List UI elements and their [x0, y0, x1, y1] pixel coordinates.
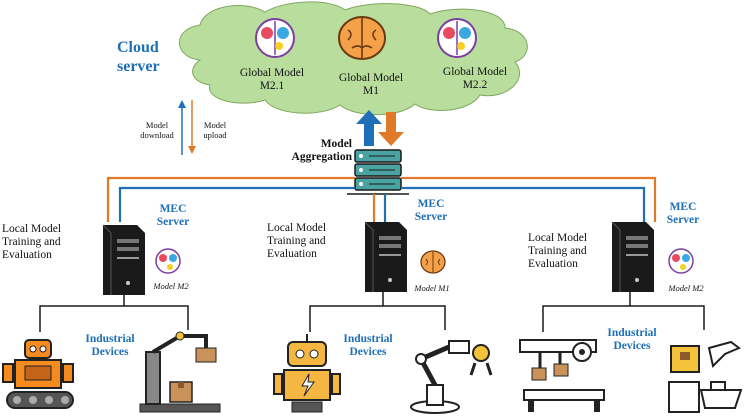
local-training-label-1: Local Model Training and Evaluation: [2, 223, 62, 261]
mec-server-icon-2: [364, 221, 407, 292]
model-upload-label: Model upload: [203, 120, 227, 140]
cloud-server-title: Cloud server: [117, 39, 160, 75]
industrial-arm-device-icon: [410, 340, 493, 414]
global-model-m22-label: Global Model M2.2: [434, 66, 516, 92]
local-training-label-2: Local Model Training and Evaluation: [267, 222, 327, 260]
global-model-m1-label: Global Model M1: [330, 72, 412, 98]
industrial-devices-label-1: Industrial Devices: [85, 333, 135, 358]
model-label-3: Model M2: [668, 283, 704, 293]
brain-icon-m21: [255, 18, 295, 58]
model-label-1: Model M2: [153, 281, 189, 291]
model-aggregation-label: Model Aggregation: [291, 138, 352, 163]
legend-arrows: [178, 100, 196, 155]
mec-server-label-1: MEC Server: [156, 203, 190, 228]
device-links: [39, 292, 705, 332]
local-brain-icon-3: [668, 248, 694, 274]
robot-device-icon-2: [273, 334, 341, 413]
global-model-label-line: Global Model: [338, 72, 404, 84]
mec-server-label-3: MEC Server: [666, 201, 700, 226]
brain-icon-m22: [437, 18, 477, 58]
network-links: [106, 176, 657, 222]
global-model-id: M1: [363, 85, 379, 97]
global-model-label-line: Global Model: [239, 67, 305, 79]
global-model-m21-label: Global Model M2.1: [232, 67, 312, 93]
mec-server-icon-3: [611, 221, 654, 292]
local-brain-icon-2: [420, 250, 446, 274]
local-training-label-3: Local Model Training and Evaluation: [528, 232, 588, 270]
upload-download-arrows: [356, 110, 404, 146]
robot-device-icon-1: [2, 339, 74, 409]
model-label-2: Model M1: [414, 283, 450, 293]
conveyor-device-icon: [519, 339, 605, 412]
global-model-id: M2.1: [259, 80, 285, 92]
global-model-id: M2.2: [462, 79, 488, 91]
logistics-device-icon: [668, 340, 743, 413]
mec-server-label-2: MEC Server: [414, 198, 448, 223]
model-download-label: Model download: [140, 120, 174, 140]
industrial-devices-label-3: Industrial Devices: [607, 327, 657, 352]
robot-arm-device-icon-1: [139, 331, 221, 413]
industrial-devices-label-2: Industrial Devices: [343, 333, 393, 358]
global-model-label-line: Global Model: [442, 66, 508, 78]
mec-server-icon-1: [102, 224, 145, 295]
local-brain-icon-1: [155, 248, 181, 274]
brain-icon-m1: [338, 16, 386, 60]
aggregation-server-icon: [347, 149, 409, 195]
